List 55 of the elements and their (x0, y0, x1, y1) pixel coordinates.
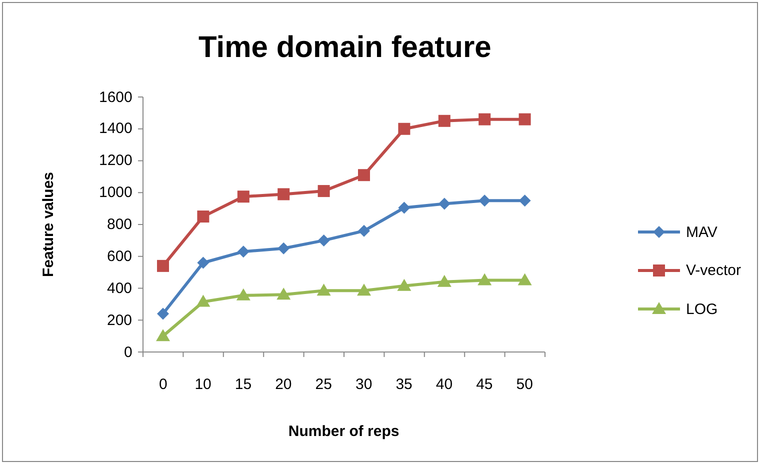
tick-label: 200 (107, 312, 132, 329)
point (157, 308, 169, 320)
point (438, 114, 450, 127)
legend-label: V-vector (686, 262, 742, 279)
tick-label: 15 (234, 376, 252, 392)
point (237, 190, 250, 203)
tick-label: 1400 (99, 120, 132, 138)
tick-label: 1600 (99, 88, 132, 106)
tick-label: 800 (107, 216, 132, 233)
point (318, 234, 330, 246)
chart-title: Time domain feature (198, 31, 492, 65)
tick-label: 45 (476, 376, 493, 392)
point (398, 122, 410, 135)
point (357, 284, 371, 296)
tick-label: 600 (107, 248, 132, 265)
point (278, 242, 290, 254)
tick-label: 0 (124, 344, 132, 360)
tick-label: 10 (194, 376, 212, 392)
legend-label: MAV (686, 224, 718, 240)
axis-title: Number of reps (288, 422, 400, 440)
point (478, 273, 492, 286)
tick-label: 400 (107, 280, 132, 297)
point (437, 274, 452, 287)
point (156, 329, 170, 342)
point (398, 202, 410, 214)
legend-label: LOG (686, 300, 718, 318)
tick-label: 40 (436, 376, 453, 392)
point (478, 113, 491, 126)
point (518, 273, 532, 286)
tick-label: 30 (356, 376, 372, 392)
point (518, 113, 531, 126)
point (518, 194, 531, 207)
point (157, 260, 169, 272)
point (438, 198, 450, 210)
point (236, 288, 250, 300)
point (358, 169, 370, 182)
point (197, 256, 210, 269)
point (196, 294, 210, 307)
tick-label: 20 (275, 376, 292, 392)
point (478, 194, 491, 207)
point (316, 284, 331, 296)
point (237, 246, 250, 258)
point (276, 288, 291, 300)
tick-label: 1200 (99, 152, 132, 170)
tick-label: 25 (315, 376, 332, 392)
tick-label: 35 (396, 376, 412, 392)
point (318, 185, 330, 198)
tick-label: 1000 (99, 184, 132, 202)
point (197, 210, 210, 223)
point (397, 278, 412, 291)
point (358, 224, 370, 237)
point (278, 188, 290, 200)
tick-label: 50 (516, 376, 533, 392)
axis-title: Feature values (40, 172, 57, 278)
tick-label: 0 (159, 376, 168, 392)
